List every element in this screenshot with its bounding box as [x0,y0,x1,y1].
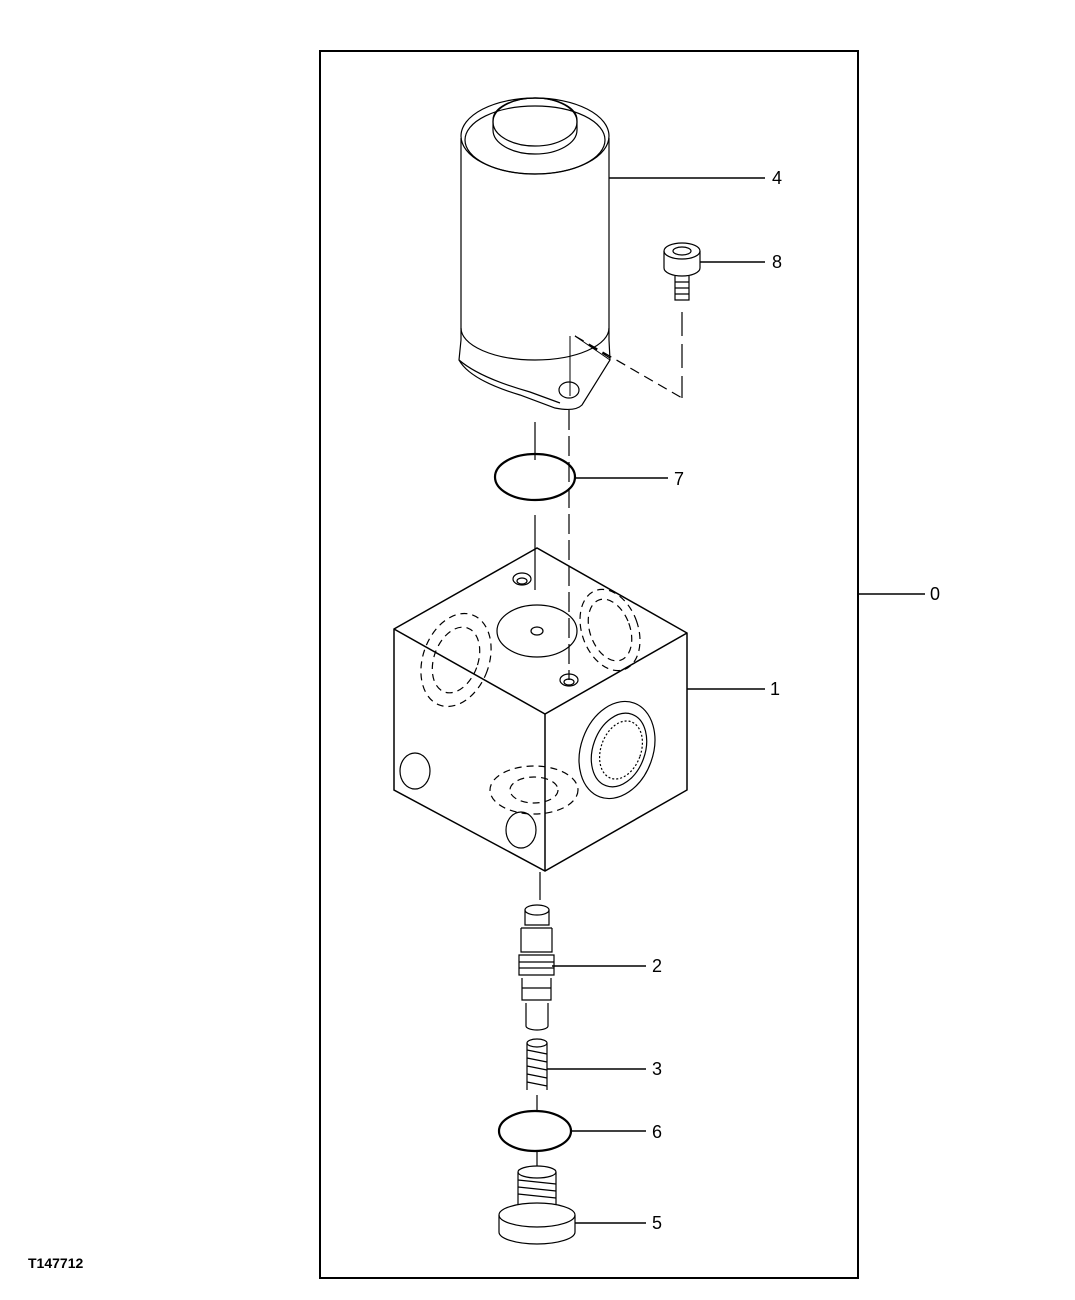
callout-1: 1 [770,679,780,699]
valve-block-part [393,547,688,900]
lower-o-ring-part [497,1109,573,1166]
callout-0: 0 [930,584,940,604]
callout-5: 5 [652,1213,662,1233]
callout-4: 4 [772,168,782,188]
plug-part [498,1165,576,1245]
spool-part [518,904,555,1031]
callout-6: 6 [652,1122,662,1142]
cap-screw-part [663,242,701,398]
upper-o-ring-part [493,410,577,680]
callout-8: 8 [772,252,782,272]
spring-part [526,1038,548,1110]
callout-7: 7 [674,469,684,489]
solenoid-part [458,97,683,411]
callout-3: 3 [652,1059,662,1079]
figure-id-label: T147712 [28,1255,84,1271]
leader-lines [547,177,925,1224]
callout-2: 2 [652,956,662,976]
assembly-frame [319,50,859,1279]
